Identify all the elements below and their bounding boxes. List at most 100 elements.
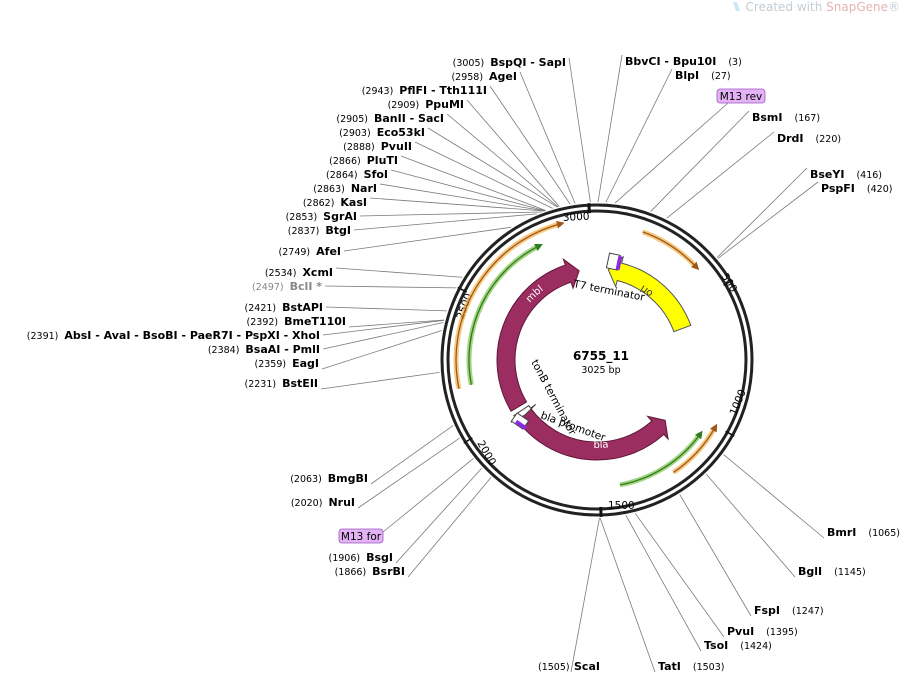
site-leader <box>705 473 796 578</box>
site-name: BtgI <box>325 224 351 237</box>
site-leader <box>466 99 560 207</box>
site-leader <box>390 169 546 212</box>
m13-rev-primer[interactable]: M13 rev <box>716 88 766 104</box>
restriction-site[interactable]: BseYI(416) <box>810 168 882 181</box>
m13-for-label: M13 for <box>341 531 382 543</box>
site-leader <box>723 454 825 539</box>
restriction-site[interactable]: PflFI - Tth111I(2943) <box>362 84 487 97</box>
site-name: TsoI <box>704 639 728 652</box>
site-position: (2863) <box>313 184 345 195</box>
watermark-prefix: Created with <box>745 0 827 14</box>
site-leader <box>322 319 445 336</box>
site-position: (2862) <box>303 198 335 209</box>
site-name: NarI <box>351 182 377 195</box>
restriction-site[interactable]: BspQI - SapI(3005) <box>453 56 566 69</box>
site-leader <box>666 131 775 219</box>
features <box>496 252 692 461</box>
restriction-site[interactable]: BsrBI(1866) <box>335 565 405 578</box>
site-leader <box>359 211 542 217</box>
site-leader <box>414 141 553 209</box>
site-position: (2359) <box>255 359 287 370</box>
bla-label: bla <box>593 439 609 451</box>
site-position: (1395) <box>766 627 798 638</box>
watermark-suffix: ® <box>888 0 900 14</box>
restriction-site[interactable]: PvuI(1395) <box>727 625 798 638</box>
ring-arc <box>673 423 718 474</box>
site-leader <box>597 54 623 203</box>
site-name: AgeI <box>489 70 517 83</box>
site-name: XcmI <box>302 266 333 279</box>
restriction-site[interactable]: BsmI(167) <box>752 111 820 124</box>
restriction-site[interactable]: BsaAI - PmlI(2384) <box>208 343 320 356</box>
restriction-site[interactable]: AbsI - AvaI - BsoBI - PaeR7I - PspXI - X… <box>27 329 320 342</box>
annotation-rings <box>453 220 718 488</box>
restriction-site[interactable]: BstEII(2231) <box>245 377 318 390</box>
site-leader <box>395 467 483 564</box>
site-leader <box>353 213 537 231</box>
site-position: (2497) <box>252 282 284 293</box>
restriction-site[interactable]: BtgI (2837) <box>288 224 351 237</box>
site-position: (2943) <box>362 86 394 97</box>
mbl-feature[interactable] <box>496 257 580 412</box>
ori-feature[interactable] <box>607 255 692 333</box>
restriction-site[interactable]: TatI(1503) <box>658 660 724 673</box>
restriction-site[interactable]: KasI(2862) <box>303 196 367 209</box>
backbone <box>440 203 754 517</box>
bla-feature[interactable] <box>516 408 669 461</box>
restriction-site[interactable]: DrdI(220) <box>777 132 841 145</box>
restriction-site[interactable]: BbvCI - Bpu10I(3) <box>625 55 742 68</box>
site-leader <box>369 197 545 212</box>
site-leader <box>599 517 656 673</box>
site-name: PvuII <box>381 140 412 153</box>
restriction-site[interactable]: BstAPI(2421) <box>245 301 323 314</box>
restriction-site[interactable]: Eco53kI(2903) <box>339 126 425 139</box>
site-name: BglI <box>798 565 822 578</box>
m13-for-primer[interactable]: M13 for <box>338 528 384 544</box>
restriction-site[interactable]: PvuII(2888) <box>343 140 412 153</box>
restriction-site[interactable]: SgrAI(2853) <box>286 210 357 223</box>
site-name: BbvCI - Bpu10I <box>625 55 716 68</box>
site-leader <box>716 167 808 258</box>
site-position: (2391) <box>27 331 59 342</box>
restriction-site[interactable]: BsgI(1906) <box>329 551 394 564</box>
site-position: (2864) <box>326 170 358 181</box>
restriction-site[interactable]: ScaI(1505) <box>538 660 600 673</box>
site-name: BanII - SacI <box>374 112 444 125</box>
site-position: (1247) <box>792 606 824 617</box>
site-leader <box>568 57 591 203</box>
site-leader <box>400 155 546 211</box>
restriction-site[interactable]: XcmI(2534) <box>265 266 333 279</box>
restriction-site[interactable]: BmrI(1065) <box>827 526 900 539</box>
restriction-site[interactable]: AfeI(2749) <box>279 245 341 258</box>
restriction-site[interactable]: FspI(1247) <box>754 604 824 617</box>
restriction-site[interactable]: EagI(2359) <box>255 357 320 370</box>
restriction-site[interactable]: SfoI(2864) <box>326 168 388 181</box>
restriction-site[interactable]: NruI(2020) <box>291 496 355 509</box>
site-name: BmgBI <box>328 472 368 485</box>
restriction-site[interactable]: PluTI(2866) <box>329 154 398 167</box>
restriction-site[interactable]: BglI(1145) <box>798 565 866 578</box>
site-position: (2837) <box>288 226 320 237</box>
site-leader <box>320 371 440 390</box>
restriction-site[interactable]: AgeI(2958) <box>451 70 517 83</box>
restriction-site[interactable]: BclI *(2497) <box>252 280 322 293</box>
site-leader <box>357 437 460 509</box>
site-name: TatI <box>658 660 681 673</box>
site-leader <box>427 127 558 208</box>
site-position: (1424) <box>740 641 772 652</box>
restriction-site[interactable]: NarI (2863) <box>313 182 377 195</box>
site-leader <box>489 85 571 205</box>
site-leader <box>379 183 545 212</box>
site-position: (1906) <box>329 553 361 564</box>
restriction-site[interactable]: PpuMI(2909) <box>388 98 464 111</box>
restriction-site[interactable]: PspFI(420) <box>821 182 892 195</box>
restriction-site[interactable]: BmeT110I(2392) <box>247 315 346 328</box>
site-position: (3005) <box>453 58 485 69</box>
restriction-site[interactable]: TsoI (1424) <box>704 639 772 652</box>
restriction-site[interactable]: BmgBI(2063) <box>290 472 368 485</box>
site-position: (1505) <box>538 662 570 673</box>
restriction-site[interactable]: BanII - SacI(2905) <box>336 112 444 125</box>
restriction-site[interactable]: BlpI(27) <box>675 69 731 82</box>
site-name: BsmI <box>752 111 783 124</box>
